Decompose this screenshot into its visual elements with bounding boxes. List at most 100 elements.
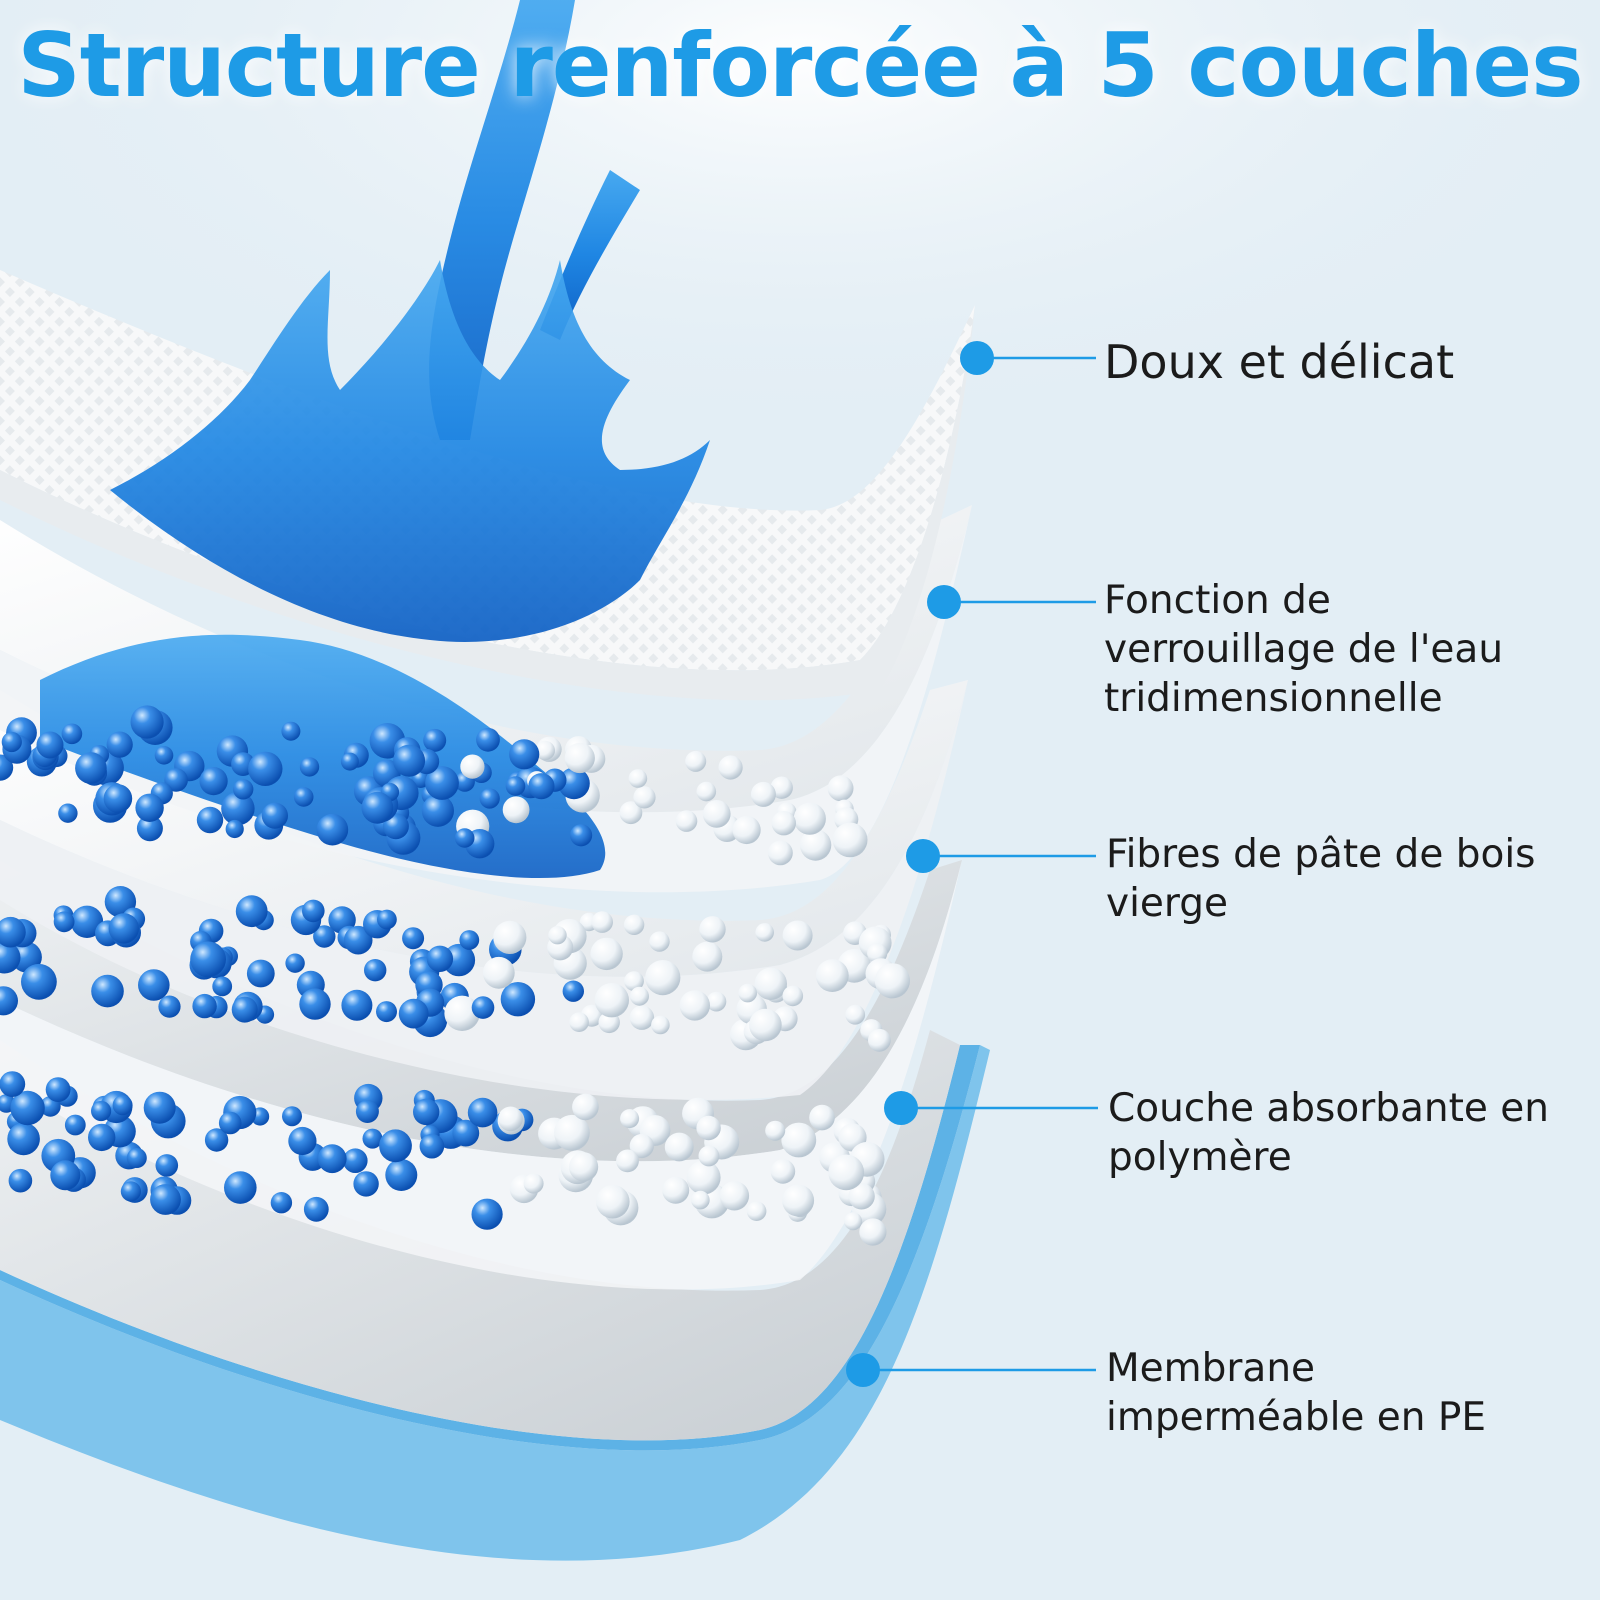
polymer-bead	[590, 937, 623, 971]
layer-label-line: vierge	[1106, 881, 1229, 926]
polymer-bead	[385, 1159, 418, 1191]
polymer-bead	[293, 787, 314, 807]
polymer-bead	[755, 923, 774, 942]
polymer-bead	[88, 1123, 116, 1152]
polymer-bead	[199, 767, 228, 796]
polymer-bead	[782, 920, 813, 951]
polymer-bead	[562, 980, 584, 1002]
polymer-bead	[158, 995, 181, 1018]
polymer-bead	[303, 1196, 329, 1222]
polymer-bead	[732, 815, 761, 845]
polymer-bead	[164, 768, 188, 792]
polymer-bead	[108, 913, 139, 944]
polymer-bead	[867, 943, 888, 964]
polymer-bead	[591, 911, 613, 933]
layer-label-line: verrouillage de l'eau	[1104, 627, 1504, 672]
polymer-bead	[859, 1218, 887, 1246]
layer-4-marker	[884, 1091, 918, 1125]
polymer-bead	[0, 916, 26, 948]
polymer-bead	[782, 985, 804, 1007]
polymer-bead	[569, 1012, 589, 1032]
polymer-bead	[874, 963, 911, 999]
polymer-bead	[754, 967, 787, 1000]
polymer-bead	[696, 781, 717, 802]
polymer-bead	[498, 1106, 523, 1132]
polymer-bead	[471, 996, 495, 1019]
polymer-bead	[832, 822, 868, 858]
polymer-bead	[233, 779, 254, 800]
polymer-bead	[136, 815, 163, 842]
polymer-bead	[285, 953, 305, 973]
polymer-bead	[281, 721, 301, 741]
polymer-bead	[444, 995, 480, 1031]
polymer-bead	[482, 956, 515, 989]
polymer-bead	[827, 775, 854, 802]
polymer-bead	[270, 1192, 293, 1214]
polymer-bead	[452, 1119, 480, 1147]
polymer-bead	[781, 1122, 817, 1158]
polymer-bead	[138, 969, 170, 1001]
polymer-bead	[21, 963, 57, 1000]
polymer-bead	[476, 727, 500, 752]
polymer-bead	[8, 1168, 33, 1193]
polymer-bead	[770, 1159, 796, 1184]
polymer-bead	[691, 1190, 710, 1210]
polymer-bead	[340, 752, 359, 771]
polymer-bead	[393, 744, 426, 777]
page-title: Structure renforcée à 5 couches	[17, 14, 1583, 117]
polymer-bead	[770, 776, 793, 799]
polymer-bead	[103, 784, 133, 813]
polymer-bead	[793, 802, 826, 835]
polymer-bead	[596, 1184, 630, 1219]
polymer-bead	[10, 1090, 45, 1126]
polymer-bead	[702, 800, 731, 828]
polymer-bead	[649, 931, 670, 952]
polymer-bead	[70, 905, 104, 938]
polymer-bead	[645, 960, 681, 996]
polymer-bead	[221, 791, 255, 826]
polymer-bead	[479, 788, 500, 809]
polymer-bead	[58, 803, 78, 823]
polymer-bead	[302, 899, 325, 923]
polymer-bead	[64, 1114, 86, 1136]
polymer-bead	[771, 811, 796, 836]
polymer-bead	[554, 1114, 590, 1151]
layer-label-soft: Doux et délicat	[1104, 334, 1454, 390]
polymer-bead	[425, 766, 459, 800]
layer-label-line: polymère	[1108, 1135, 1292, 1180]
polymer-bead	[45, 1077, 71, 1102]
polymer-bead	[454, 828, 475, 848]
polymer-bead	[629, 1133, 654, 1159]
polymer-bead	[523, 1173, 544, 1194]
polymer-bead	[379, 1129, 412, 1163]
polymer-bead	[61, 723, 83, 745]
polymer-bead	[738, 983, 757, 1003]
layer-label-polymer: Couche absorbante en polymère	[1108, 1084, 1549, 1182]
polymer-bead	[154, 746, 174, 765]
polymer-bead	[135, 793, 164, 822]
polymer-bead	[698, 1145, 720, 1167]
polymer-bead	[570, 824, 593, 847]
polymer-bead	[91, 1100, 112, 1122]
polymer-bead	[633, 786, 656, 809]
polymer-bead	[313, 925, 336, 948]
layer-label-line: imperméable en PE	[1106, 1395, 1487, 1440]
layer-5-marker	[846, 1353, 880, 1387]
polymer-bead	[126, 1148, 147, 1168]
polymer-bead	[0, 941, 21, 974]
polymer-bead	[619, 801, 643, 825]
polymer-bead	[50, 1160, 81, 1191]
polymer-bead	[675, 810, 698, 832]
polymer-bead	[299, 988, 331, 1020]
layer-1-marker	[960, 341, 994, 375]
layer-label-line: Doux et délicat	[1104, 335, 1455, 389]
polymer-bead	[0, 1071, 26, 1097]
polymer-bead	[471, 1198, 503, 1230]
polymer-bead	[459, 930, 480, 950]
polymer-bead	[696, 1115, 721, 1141]
polymer-bead	[299, 757, 320, 777]
polymer-bead	[196, 806, 224, 834]
layer-3-marker	[906, 839, 940, 873]
polymer-bead	[155, 1154, 179, 1177]
polymer-bead	[749, 1008, 782, 1042]
